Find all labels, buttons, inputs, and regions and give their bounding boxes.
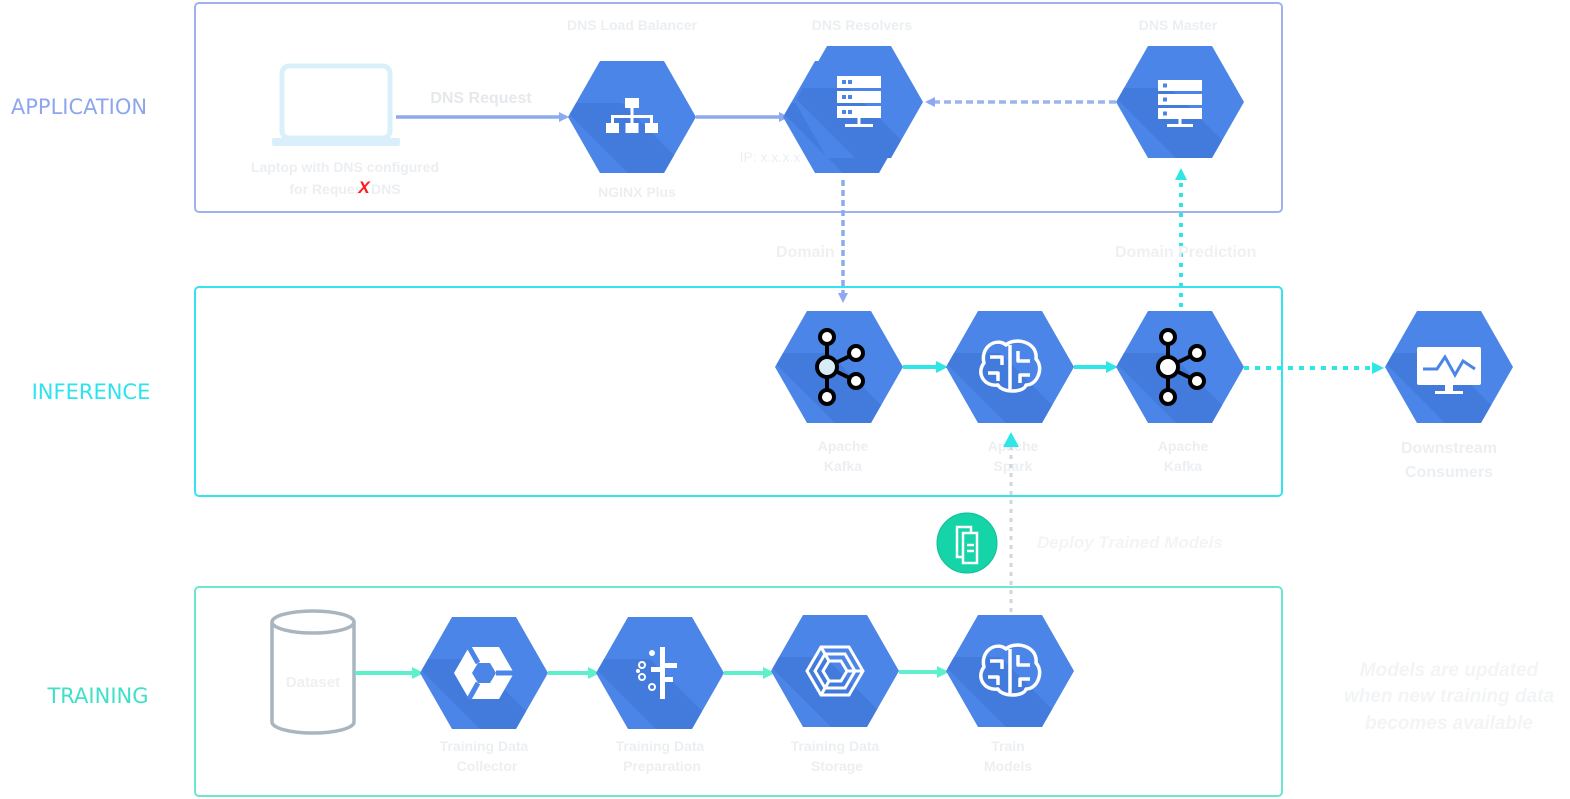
domain-label: Domain <box>776 244 835 261</box>
collector-caption-line1: Training Data <box>440 738 529 754</box>
kafka-output-caption-line2: Kafka <box>1164 458 1202 474</box>
training-lane <box>194 586 1283 797</box>
brain-icon <box>979 339 1042 393</box>
train-caption-line1: Train <box>991 738 1024 754</box>
dns-request-label: DNS Request <box>430 90 532 107</box>
training-data-preparation-node[interactable] <box>590 617 730 743</box>
application-lane <box>194 2 1283 213</box>
kafka-icon <box>1156 328 1206 406</box>
update-note-line3: becomes available <box>1365 713 1533 734</box>
monitor-icon <box>1417 347 1481 394</box>
kafka-ingest-node[interactable] <box>769 311 909 437</box>
lane-label-inference: INFERENCE <box>32 380 151 404</box>
deploy-arrowhead <box>1003 432 1019 447</box>
dns-master-header: DNS Master <box>1139 17 1218 33</box>
nginx-load-balancer-node[interactable] <box>562 61 702 187</box>
laptop-icon <box>272 63 400 146</box>
downstream-caption-line2: Consumers <box>1405 464 1493 481</box>
downstream-consumers-node[interactable] <box>1379 311 1519 437</box>
inference-lane <box>194 286 1283 497</box>
train-caption-line2: Models <box>984 758 1032 774</box>
storage-caption-line2: Storage <box>811 758 863 774</box>
deploy-badge <box>936 512 998 574</box>
dns-resolvers-node[interactable] <box>789 46 929 172</box>
error-mark: X <box>357 178 371 197</box>
collector-caption-line2: Collector <box>457 758 518 774</box>
data-collector-icon <box>454 645 514 701</box>
dns-master-node[interactable] <box>1110 46 1250 172</box>
sitemap-icon <box>606 98 658 133</box>
prep-caption-line2: Preparation <box>623 758 701 774</box>
ip-label: IP: x.x.x.x <box>740 149 801 165</box>
server-icon <box>837 76 881 127</box>
kafka-ingest-caption-line1: Apache <box>818 438 869 454</box>
lane-label-application: APPLICATION <box>11 95 147 119</box>
domain-prediction-label: Domain Prediction <box>1115 244 1256 261</box>
documents-icon <box>955 525 979 565</box>
laptop-caption-line2: for Request DNS <box>289 181 400 197</box>
model-serving-caption-line2: Spark <box>994 458 1033 474</box>
training-data-collector-node[interactable] <box>414 617 554 743</box>
brain-icon <box>979 643 1042 697</box>
kafka-output-node[interactable] <box>1110 311 1250 437</box>
update-note-line2: when new training data <box>1344 686 1555 707</box>
laptop-caption-line1: Laptop with DNS configured <box>251 159 439 175</box>
server-icon <box>1158 80 1202 127</box>
dns-resolvers-header: DNS Resolvers <box>812 17 913 33</box>
prep-caption-line1: Training Data <box>616 738 705 754</box>
update-note-line1: Models are updated <box>1360 660 1539 681</box>
dns-load-balancer-header: DNS Load Balancer <box>567 17 697 33</box>
nginx-plus-caption: NGINX Plus <box>598 184 676 200</box>
storage-icon <box>805 645 865 697</box>
training-data-storage-node[interactable] <box>765 615 905 741</box>
model-serving-node[interactable] <box>940 311 1080 437</box>
dataset-label: Dataset <box>286 674 340 691</box>
database-icon <box>270 609 356 735</box>
downstream-caption-line1: Downstream <box>1401 440 1497 457</box>
storage-caption-line1: Training Data <box>791 738 880 754</box>
train-models-node[interactable] <box>940 615 1080 741</box>
kafka-output-caption-line1: Apache <box>1158 438 1209 454</box>
lane-label-training: TRAINING <box>46 684 148 708</box>
data-prep-icon <box>636 647 677 699</box>
kafka-ingest-caption-line2: Kafka <box>824 458 862 474</box>
kafka-icon <box>815 328 865 406</box>
deploy-trained-models-label: Deploy Trained Models <box>1037 533 1223 552</box>
